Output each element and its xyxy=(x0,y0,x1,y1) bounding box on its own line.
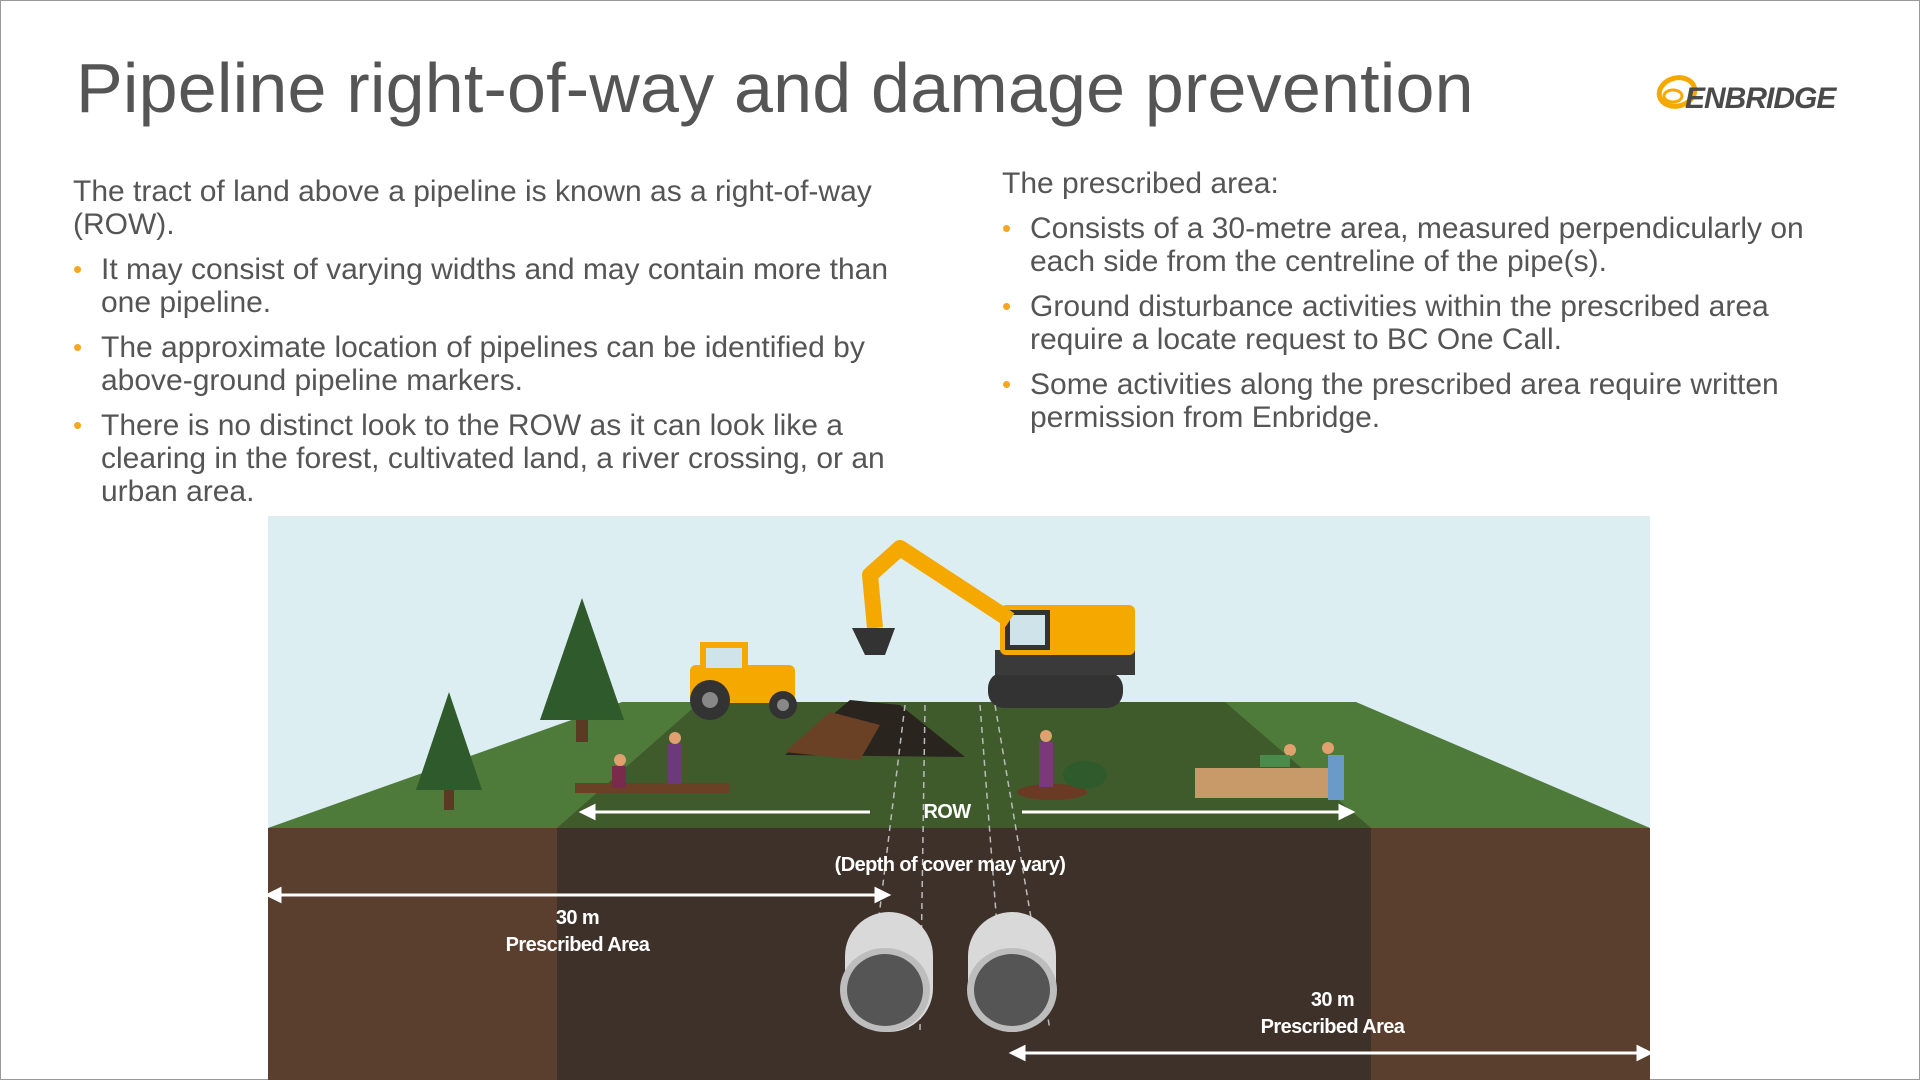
tree-icon xyxy=(540,598,624,742)
pipeline-icon xyxy=(840,912,933,1032)
garden-people xyxy=(575,730,1344,800)
bullet-icon: • xyxy=(73,410,83,440)
enbridge-logo: ENBRIDGE xyxy=(1656,75,1838,115)
svg-text:ENBRIDGE: ENBRIDGE xyxy=(1685,82,1837,115)
list-item: •It may consist of varying widths and ma… xyxy=(73,253,889,319)
left-prescribed-area-label: 30 m Prescribed Area xyxy=(505,907,650,956)
bullet-icon: • xyxy=(1002,369,1012,399)
prescribed-intro: The prescribed area: xyxy=(1002,167,1279,200)
list-item: •There is no distinct look to the ROW as… xyxy=(73,409,885,508)
row-intro: The tract of land above a pipeline is kn… xyxy=(73,175,872,241)
list-item: •The approximate location of pipelines c… xyxy=(73,331,865,397)
list-item: •Ground disturbance activities within th… xyxy=(1002,290,1769,356)
row-label: ROW xyxy=(923,801,971,823)
page-title: Pipeline right-of-way and damage prevent… xyxy=(76,49,1474,127)
tree-icon xyxy=(416,692,482,810)
row-soil xyxy=(557,828,1371,1080)
left-column: The tract of land above a pipeline is kn… xyxy=(73,175,923,520)
bullet-icon: • xyxy=(73,254,83,284)
excavator-icon xyxy=(852,540,1135,708)
row-arrows xyxy=(578,803,1356,821)
right-column: The prescribed area: •Consists of a 30-m… xyxy=(1002,167,1822,446)
pipeline-icon xyxy=(967,912,1057,1032)
depth-of-cover-label: (Depth of cover may vary) xyxy=(834,854,1066,876)
bullet-icon: • xyxy=(1002,291,1012,321)
list-item: •Some activities along the prescribed ar… xyxy=(1002,368,1779,434)
prescribed-area-arrow-left xyxy=(264,886,892,904)
right-prescribed-area-label: 30 m Prescribed Area xyxy=(1260,989,1405,1038)
list-item: •Consists of a 30-metre area, measured p… xyxy=(1002,212,1804,278)
row-grass xyxy=(557,702,1371,828)
prescribed-area-arrow-right xyxy=(1008,1044,1654,1062)
tractor-icon xyxy=(690,642,797,720)
bullet-icon: • xyxy=(1002,213,1012,243)
bullet-icon: • xyxy=(73,332,83,362)
